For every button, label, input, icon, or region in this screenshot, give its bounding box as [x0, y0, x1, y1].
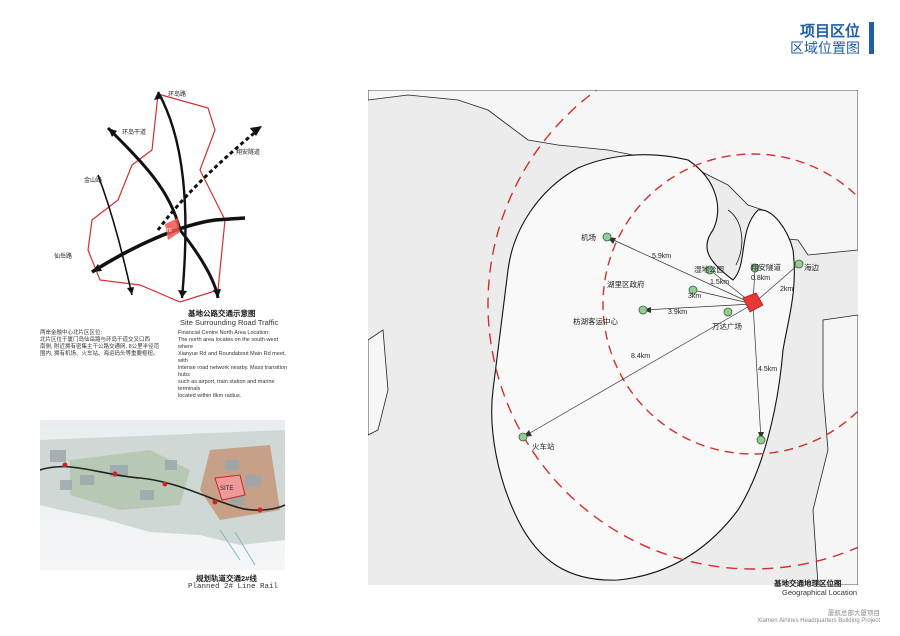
arrow-head [92, 264, 102, 272]
distance-train: 8.4km [631, 353, 650, 360]
mainland-east [812, 314, 858, 585]
distance-huli: 3km [688, 293, 701, 300]
rail-site-marker [214, 474, 246, 501]
radius-ring-inner [602, 153, 858, 455]
radius-rings [487, 90, 858, 570]
marker-airport [602, 232, 612, 242]
road-label-xianyue: 仙岳路 [54, 252, 72, 260]
rail-caption-en: Planned 2# Line Rail [188, 583, 279, 591]
road-xianyue [91, 216, 246, 274]
distance-wetland: 1.5km [710, 279, 729, 286]
place-markers [518, 232, 804, 445]
label-haibian: 海边 [804, 262, 819, 272]
road-huandao-main [106, 126, 220, 299]
site-marker [165, 218, 180, 240]
description-cn: 两岸金融中心北片区区位: 北片区位于厦门岛仙岳路与环岛干道交叉口西 南侧, 附近… [40, 330, 160, 357]
label-wetland: 湿地公园 [694, 264, 724, 274]
distance-south: 4.5km [758, 366, 777, 373]
pier-lines [219, 529, 256, 566]
label-xiangan: 翔安隧道 [751, 262, 781, 272]
arrow-head [213, 289, 221, 298]
marker-train [518, 432, 528, 442]
mainland-west [368, 329, 389, 436]
location-caption-en: Geographical Location [782, 588, 858, 597]
marker-transport [638, 305, 648, 315]
rail-caption-cn: 规划轨道交通2#线 [196, 574, 257, 583]
distance-airport: 5.9km [652, 253, 671, 260]
marker-wanda [723, 307, 733, 317]
arrow-head [127, 287, 134, 295]
rail-map-render: SITE [40, 420, 285, 570]
rail-site-label: SITE [220, 486, 233, 492]
footer-project-cn: 厦航总部大厦项目 [828, 610, 880, 617]
title-accent-bar [869, 22, 874, 54]
label-transport: 枋湖客运中心 [573, 316, 618, 326]
road-xiangan-tunnel [156, 128, 259, 231]
footer-project-en: Xiamen Airlines Headquarters Building Pr… [757, 618, 880, 624]
marker-xiangan [750, 263, 760, 273]
building-blocks [50, 450, 261, 505]
road-label-xiangan: 翔安隧道 [236, 148, 260, 156]
marker-haibian [794, 259, 804, 269]
road-label-huandao-main: 环岛干道 [122, 128, 146, 136]
distance-lines [522, 236, 800, 441]
coastline-detail [727, 209, 743, 266]
district-boundary [87, 93, 226, 303]
location-caption-cn: 基地交通地理区位图 [774, 579, 842, 588]
road-map-caption-cn: 基地公路交通示意图 [188, 309, 256, 318]
road-jinshan [97, 174, 133, 296]
road-huandao [156, 91, 187, 299]
description-en: Financial Centre North Area Location: Th… [178, 330, 288, 399]
distance-xiangan: 0.8km [751, 275, 770, 282]
label-huli: 湖里区政府 [607, 279, 645, 289]
marker-huli [688, 285, 698, 295]
road-traffic-diagram: SITE 环岛路 环岛干道 翔安隧道 金山路 仙岳路 [54, 90, 262, 303]
site-location-marker [742, 292, 764, 313]
rail-stations [62, 462, 263, 513]
arrow-head [154, 92, 163, 100]
green-area [70, 450, 190, 510]
label-wanda: 万达广场 [712, 321, 742, 331]
distance-haibian: 2km [780, 286, 793, 293]
page-subtitle: 区域位置图 [790, 40, 860, 56]
road-map-caption-en: Site Surrounding Road Traffic [180, 318, 279, 327]
road-label-huandao: 环岛路 [168, 90, 186, 98]
site-label: SITE [161, 228, 173, 234]
label-airport: 机场 [581, 232, 596, 242]
arrow-head [178, 290, 187, 298]
distance-transport: 3.9km [668, 309, 687, 316]
marker-wetland [705, 265, 715, 275]
arrow-head [250, 126, 262, 136]
arrow-head [108, 128, 117, 137]
marker-south [756, 435, 766, 445]
page-title: 项目区位 [799, 23, 860, 40]
location-map: 机场 湿地公园 翔安隧道 海边 湖里区政府 万达广场 枋湖客运中心 火车站 5.… [368, 90, 858, 585]
radius-ring-outer [487, 90, 858, 570]
road-label-jinshan: 金山路 [84, 176, 102, 184]
label-train: 火车站 [532, 441, 555, 451]
